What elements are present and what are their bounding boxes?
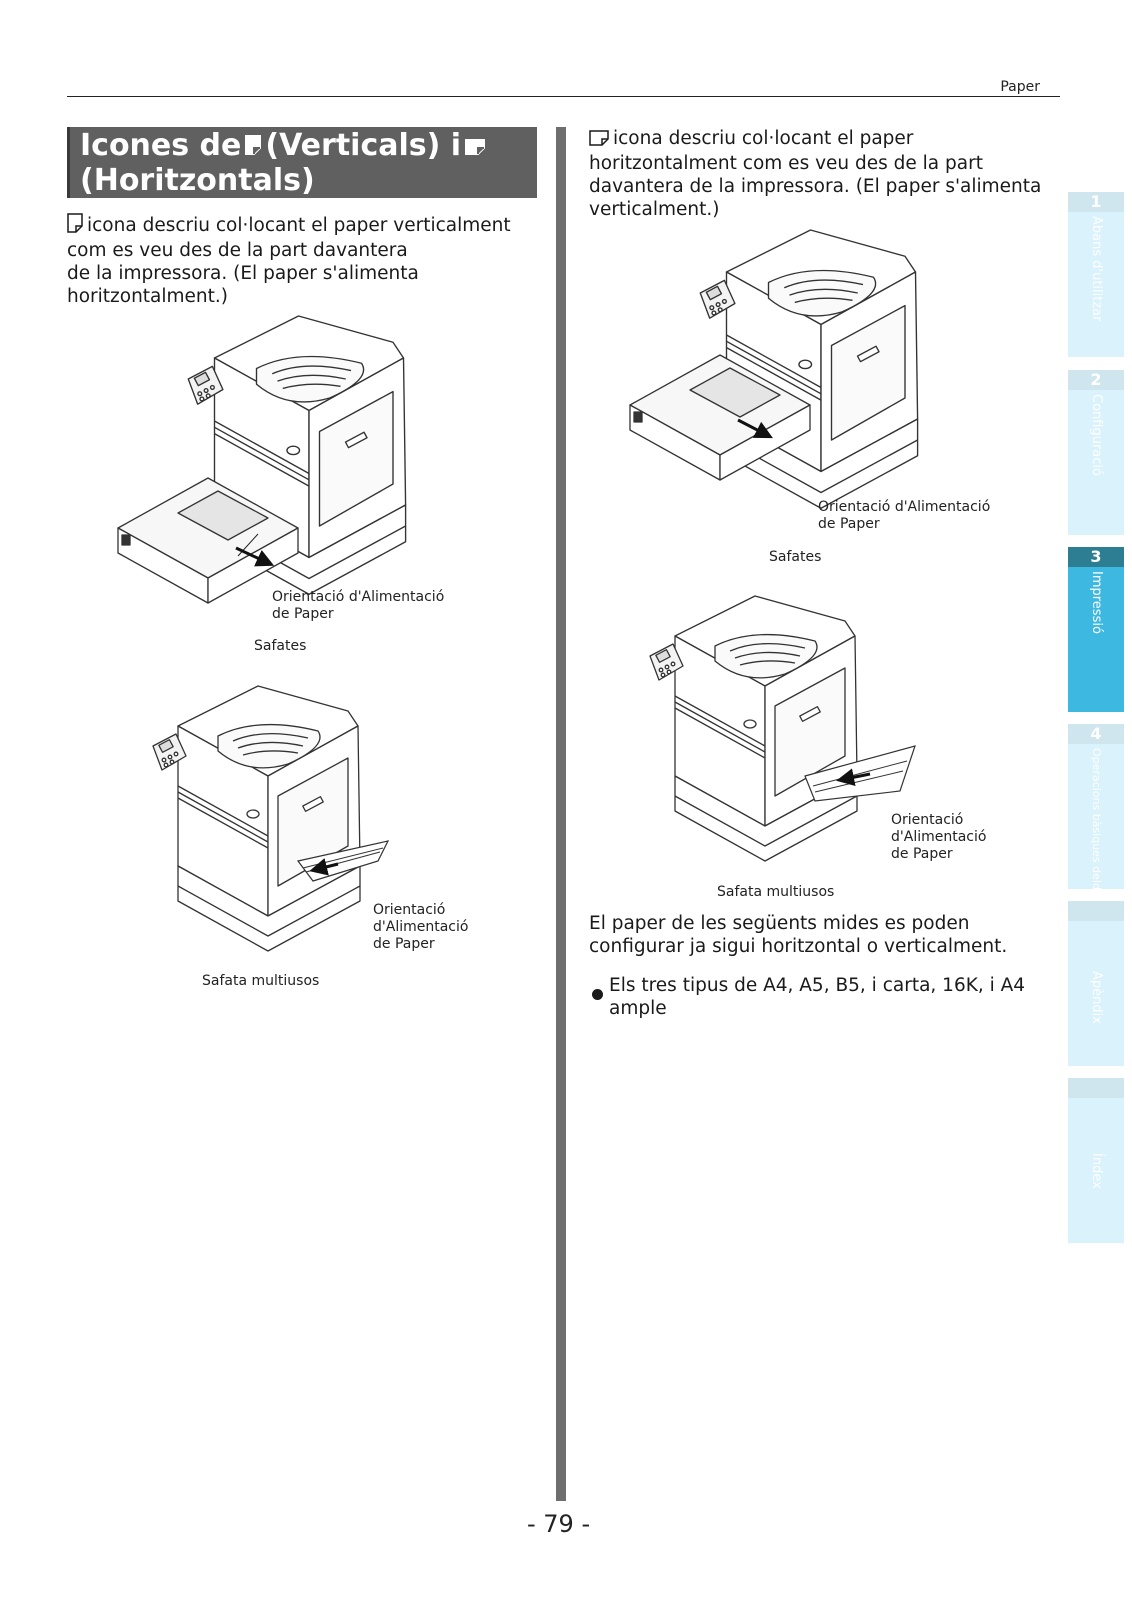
printer-mpt-illustration: [152, 685, 428, 952]
title-prefix: Icones de: [80, 128, 242, 163]
landscape-paper-icon: [464, 130, 486, 164]
sizes-paragraph: El paper de les següents mides es poden …: [589, 913, 1008, 957]
printer-mpt-illustration: [649, 595, 935, 862]
page-number: - 79 -: [527, 1510, 591, 1538]
bullet-text: Els tres tipus de A4, A5, B5, i carta, 1…: [609, 975, 1026, 1019]
right-fig1-feed-label: Orientació d'Alimentació de Paper: [818, 499, 991, 532]
right-intro: icona descriu col·locant el paper horitz…: [589, 128, 1042, 220]
right-fig2-feed-label: Orientació d'Alimentació de Paper: [891, 812, 987, 862]
side-tab-3[interactable]: 3 Impressió: [1068, 547, 1124, 712]
section-title: Icones de (Verticals) i (Horitzontals): [67, 127, 537, 198]
right-fig1-caption: Safates: [769, 549, 822, 565]
header-rule: [67, 96, 1060, 97]
side-tab-appendix[interactable]: Apèndix: [1068, 901, 1124, 1066]
left-fig2-caption: Safata multiusos: [202, 973, 320, 989]
title-line-2: (Horitzontals): [80, 163, 315, 198]
header-section-label: Paper: [1000, 79, 1040, 95]
title-middle: (Verticals) i: [265, 128, 462, 163]
left-fig1-caption: Safates: [254, 638, 307, 654]
right-fig2-caption: Safata multiusos: [717, 884, 835, 900]
column-divider: [556, 127, 566, 1501]
printer-tray-illustration: [629, 229, 919, 509]
side-tab-2[interactable]: 2 Configuració: [1068, 370, 1124, 535]
landscape-paper-icon: [589, 129, 609, 152]
left-fig1-feed-label: Orientació d'Alimentació de Paper: [272, 589, 445, 622]
portrait-paper-icon: [67, 213, 83, 239]
side-tab-index[interactable]: Índex: [1068, 1078, 1124, 1243]
left-intro: icona descriu col·locant el paper vertic…: [67, 213, 511, 307]
left-fig2-feed-label: Orientació d'Alimentació de Paper: [373, 902, 469, 952]
title-line-1: Icones de (Verticals) i: [80, 129, 537, 164]
side-tab-1[interactable]: 1 Abans d'utilitzar: [1068, 192, 1124, 357]
portrait-paper-icon: [244, 130, 262, 164]
printer-tray-illustration: [117, 315, 407, 604]
side-tab-4[interactable]: 4 Operacions bàsiques deldispositiu: [1068, 724, 1124, 936]
bullet-dot: [592, 989, 603, 1000]
